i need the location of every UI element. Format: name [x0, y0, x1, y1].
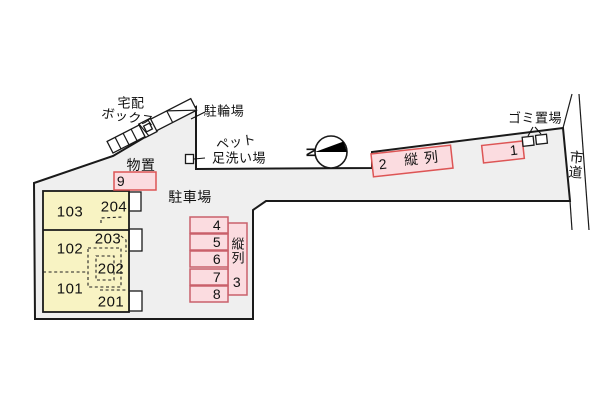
city-road-left-edge: [562, 93, 573, 129]
parking-space-label-4: 4: [212, 217, 222, 233]
parking-space-box-2: [370, 144, 454, 178]
garbage-leader: [534, 126, 542, 135]
garbage-bin: [521, 135, 535, 147]
balcony-tab-middle: [128, 228, 143, 252]
garbage-area-label: ゴミ置場: [507, 110, 563, 126]
parking-space-box-5: [189, 233, 229, 251]
parking-space-box-1: [480, 140, 526, 164]
parking-space-label-2: 2: [377, 155, 389, 173]
pet-wash-label-line2: 足洗い場: [211, 150, 267, 166]
bike-shed-divider: [166, 110, 174, 123]
garbage-leader: [527, 126, 534, 137]
storage-label: 物置: [126, 157, 156, 173]
pet-wash-square: [184, 153, 195, 165]
parking-space-box-9: [113, 171, 157, 191]
bike-shed-group: [106, 97, 198, 154]
room-label-204: 204: [100, 198, 128, 216]
room-label-103: 103: [56, 203, 84, 221]
city-road-left-edge-lower: [569, 200, 573, 231]
room-label-201: 201: [97, 293, 125, 311]
bicycle-parking-leader: [190, 111, 206, 120]
parking-space-label-6: 6: [212, 251, 222, 267]
building-dashed-bracket-204: [100, 216, 123, 223]
bike-shed-divider: [114, 137, 122, 150]
room-label-202: 202: [97, 260, 125, 278]
parking-space-box-6: [189, 250, 229, 268]
tandem-label-side: 縦列: [229, 237, 245, 265]
balcony-tab-bottom: [128, 290, 143, 312]
bike-shed-diagonal: [166, 109, 197, 112]
parking-lot-label: 駐車場: [168, 189, 212, 205]
tandem-label-top: 縦列: [403, 147, 445, 169]
room-label-101: 101: [56, 280, 84, 298]
city-road-right-edge: [578, 93, 590, 231]
city-road-label: 市道: [566, 149, 586, 181]
parking-space-box-8: [189, 285, 229, 303]
parking-space-box-7: [189, 268, 229, 286]
parking-space-label-9: 9: [116, 173, 126, 189]
building-outline: [42, 190, 130, 313]
parking-space-label-1: 1: [508, 141, 520, 159]
building-dashed-box-outer: [87, 247, 122, 288]
building-dashed-mark-203: [120, 235, 127, 252]
pet-wash-leader: [193, 157, 206, 160]
parking-space-box-4: [189, 216, 229, 234]
delivery-box-notch: [142, 122, 154, 133]
room-label-203: 203: [94, 230, 122, 248]
delivery-box-leader: [138, 123, 150, 137]
parking-space-label-7: 7: [212, 269, 222, 285]
room-label-102: 102: [56, 240, 84, 258]
delivery-box-label-line1: 宅配: [117, 95, 145, 111]
balcony-tab-top: [128, 191, 142, 212]
north-mark-label: N: [303, 147, 319, 157]
compass-needle: [315, 141, 347, 152]
building-dashed-box-inner: [95, 255, 115, 281]
bike-shed-divider: [122, 132, 130, 146]
parking-space-label-8: 8: [212, 286, 222, 302]
bike-shed-divider: [130, 128, 138, 141]
parking-space-label-3: 3: [232, 274, 242, 290]
parking-space-label-5: 5: [212, 234, 222, 250]
bicycle-parking-label: 駐輪場: [203, 103, 245, 119]
garbage-bin: [534, 133, 549, 146]
